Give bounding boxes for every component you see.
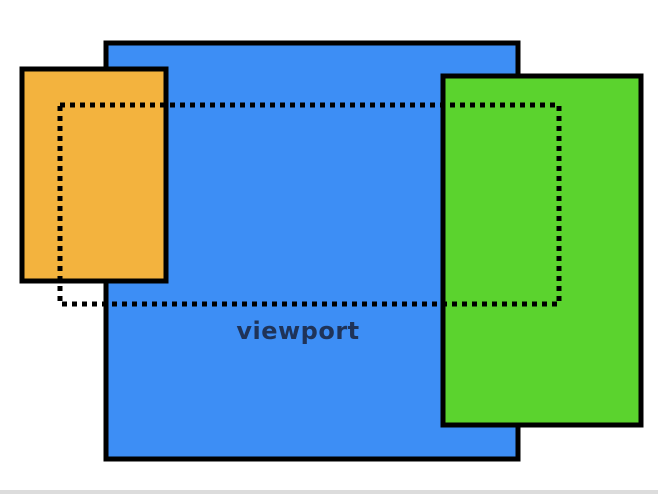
green-rectangle — [440, 73, 644, 428]
bottom-divider — [0, 490, 658, 494]
orange-rectangle — [19, 66, 169, 284]
viewport-label: viewport — [236, 317, 359, 345]
